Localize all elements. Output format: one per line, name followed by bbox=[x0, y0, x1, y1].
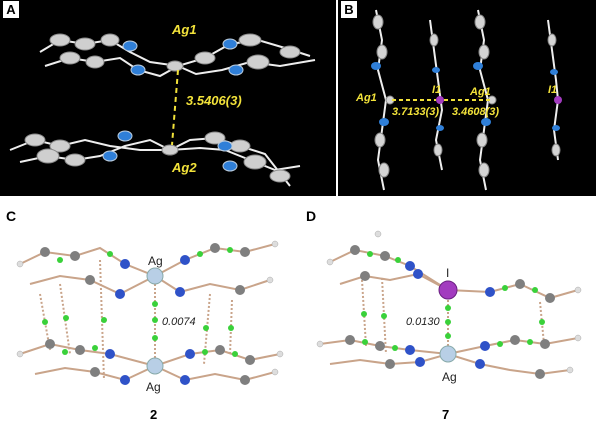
panel-c-nitrogens bbox=[105, 255, 195, 385]
panel-d-carbons bbox=[345, 245, 555, 379]
panel-d-structure bbox=[316, 230, 582, 379]
iodine-atom bbox=[438, 280, 458, 300]
bcp-value-label: 0.0130 bbox=[406, 316, 440, 328]
panel-c: C Ag 0.0074 Ag 2 bbox=[0, 204, 298, 426]
atom-label-i: I bbox=[446, 266, 450, 280]
atom-label-i1-right: I1 bbox=[548, 84, 558, 96]
panel-d-hydrogens bbox=[316, 230, 582, 374]
atom-label-ag1-left: Ag1 bbox=[356, 92, 377, 104]
panel-d: D I 0.0130 Ag 7 bbox=[300, 204, 596, 426]
atom-label-i1-center: I1 bbox=[432, 84, 442, 96]
panel-a-structure bbox=[9, 33, 316, 187]
iodine-atoms bbox=[436, 96, 562, 104]
atom-label-ag-bottom: Ag bbox=[146, 380, 161, 394]
panel-c-label: C bbox=[6, 208, 17, 224]
compound-number: 7 bbox=[442, 407, 450, 422]
panel-a: A Ag1 3.5406(3) Ag2 bbox=[0, 0, 336, 196]
distance-label-ag-ag: 3.5406(3) bbox=[186, 93, 242, 108]
panel-b-label: B bbox=[341, 1, 357, 18]
nitrogen-atoms bbox=[102, 38, 244, 172]
panel-d-nitrogens bbox=[405, 261, 495, 369]
distance-label-ag-i-left: 3.7133(3) bbox=[392, 106, 440, 118]
silver-atom bbox=[439, 345, 457, 363]
atom-label-ag-top: Ag bbox=[148, 254, 163, 268]
bond-critical-points bbox=[361, 251, 545, 351]
atom-label-ag2: Ag2 bbox=[172, 160, 197, 175]
panel-c-hydrogens bbox=[16, 240, 284, 376]
silver-atom-top bbox=[146, 267, 164, 285]
bcp-value-label: 0.0074 bbox=[162, 316, 196, 328]
panel-c-structure bbox=[16, 240, 284, 385]
panel-c-carbons bbox=[40, 243, 255, 385]
panel-b-nitrogens bbox=[371, 62, 560, 131]
distance-label-ag-i-right: 3.4608(3) bbox=[452, 106, 500, 118]
atom-label-ag1: Ag1 bbox=[172, 22, 197, 37]
panel-d-label: D bbox=[306, 208, 317, 224]
silver-atom-bottom bbox=[146, 357, 164, 375]
bond-critical-points bbox=[42, 247, 238, 357]
panel-b: B Ag1 I1 Ag1 I1 3.7133(3) 3.4608(3) bbox=[338, 0, 596, 196]
panel-a-atoms bbox=[24, 33, 301, 183]
panel-b-structure bbox=[371, 9, 562, 191]
panel-a-label: A bbox=[3, 1, 19, 18]
atom-label-ag1-right: Ag1 bbox=[470, 86, 491, 98]
compound-number: 2 bbox=[150, 407, 158, 422]
panel-b-carbons bbox=[372, 14, 561, 178]
atom-label-ag: Ag bbox=[442, 370, 457, 384]
